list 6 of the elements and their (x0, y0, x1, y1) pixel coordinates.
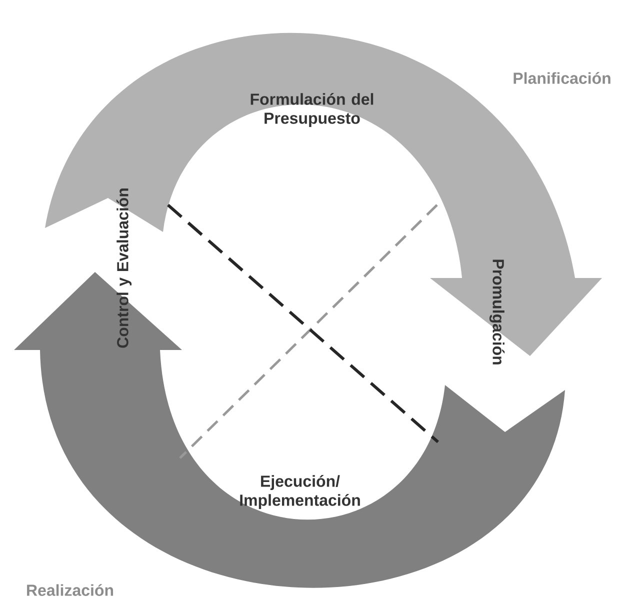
stage-label: Formulación del Presupuesto (250, 92, 374, 128)
stage-label: Planificación (514, 72, 610, 84)
stage-label: Realización (27, 584, 114, 596)
stage-label: Control y Evaluación (116, 188, 132, 348)
stage-label: Ejecución/ Implementación (240, 474, 360, 510)
stage-label: Promulgación (489, 260, 505, 364)
